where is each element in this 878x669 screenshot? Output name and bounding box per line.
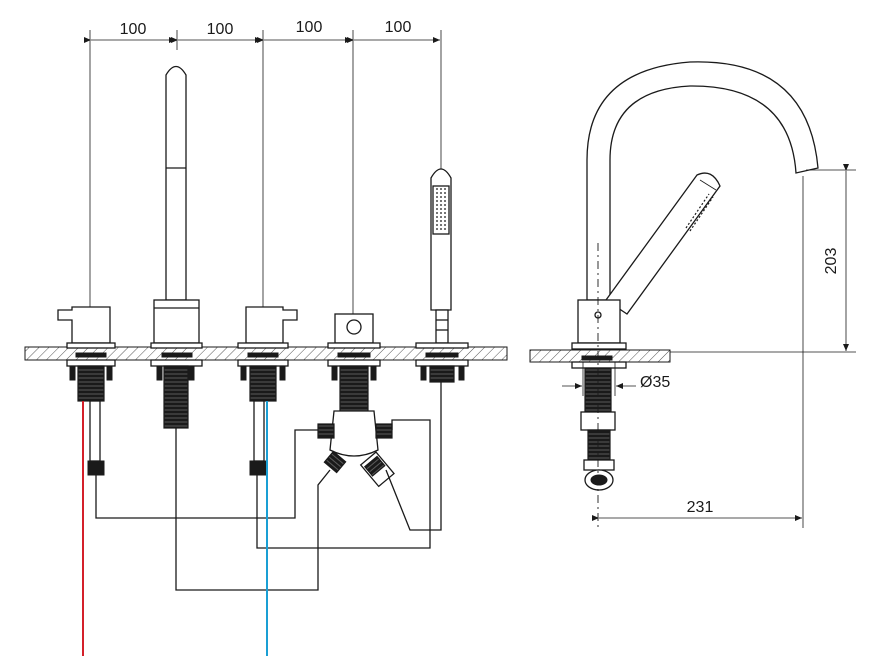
dimension-label-spacing-1: 100 bbox=[120, 21, 147, 38]
reach-dimension: 231 bbox=[592, 176, 804, 528]
dimension-label-spacing-4: 100 bbox=[385, 19, 412, 36]
dimension-label-hole-diameter: Ø35 bbox=[640, 374, 670, 391]
spout bbox=[150, 65, 203, 429]
dimension-label-spacing-3: 100 bbox=[296, 19, 323, 36]
side-view: 203 231 Ø35 bbox=[529, 61, 856, 528]
height-dimension: 203 bbox=[670, 164, 856, 353]
front-view: 100 100 100 100 bbox=[24, 19, 508, 656]
hot-valve bbox=[57, 306, 116, 476]
side-hand-shower bbox=[605, 172, 721, 315]
diameter-dimension: Ø35 bbox=[562, 362, 670, 396]
cold-valve bbox=[237, 306, 298, 476]
spacing-dimensions: 100 100 100 100 bbox=[84, 19, 442, 314]
dimension-label-spacing-2: 100 bbox=[207, 21, 234, 38]
connection-hoses bbox=[95, 382, 442, 591]
hand-shower bbox=[415, 168, 469, 383]
dimension-label-spout-reach: 231 bbox=[687, 499, 714, 516]
side-spout bbox=[586, 61, 819, 301]
diverter-valve bbox=[317, 313, 395, 488]
dimension-label-spout-height: 203 bbox=[823, 248, 840, 275]
